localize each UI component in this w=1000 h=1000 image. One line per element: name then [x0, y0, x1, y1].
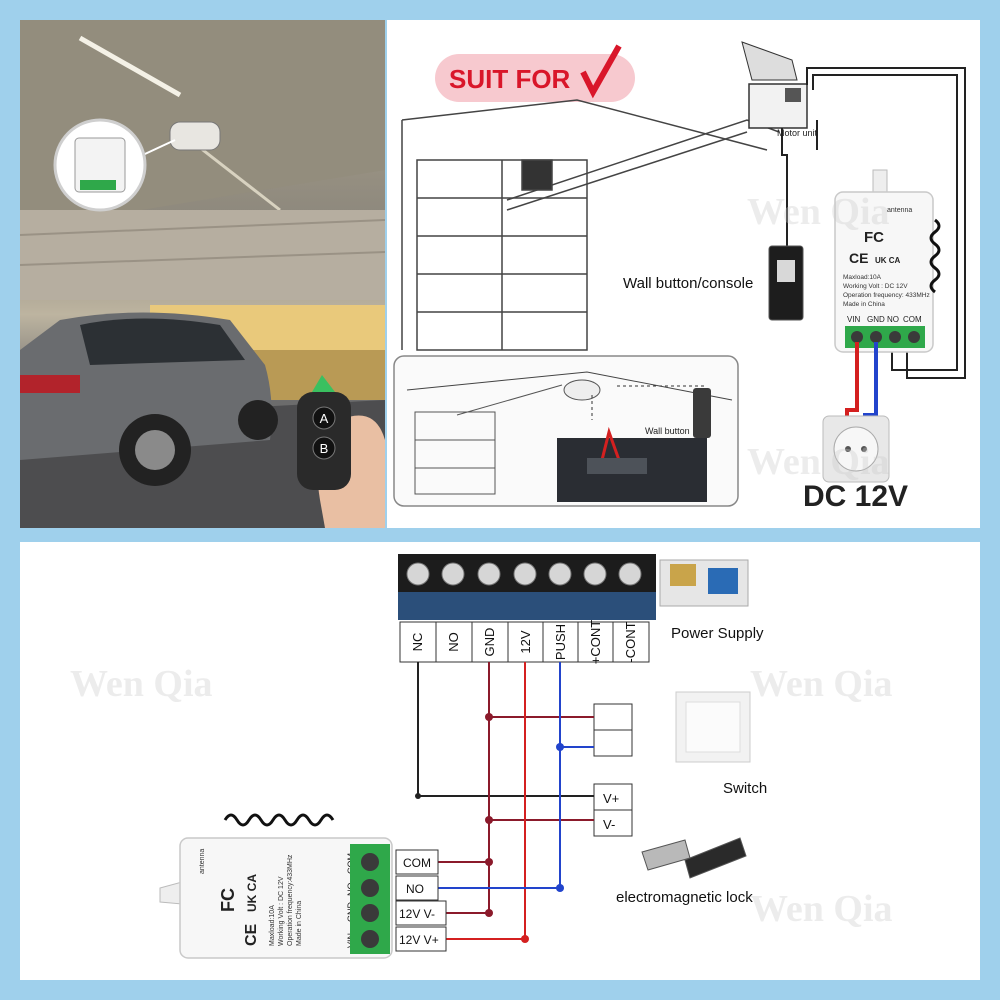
terminal-block — [398, 554, 656, 620]
wire-junctions — [415, 713, 564, 943]
motor-unit — [741, 41, 808, 129]
switch-contact-1 — [593, 703, 633, 731]
wall-console — [768, 245, 804, 321]
terminal-gnd: GND — [867, 315, 885, 324]
module-made-in: Made in China — [296, 901, 303, 946]
terminal-label-text: PUSH — [553, 624, 568, 660]
module-maxload: Maxload:10A — [269, 905, 276, 946]
wires — [417, 662, 594, 940]
terminal-label-text: NC — [410, 633, 425, 652]
electromagnetic-lock-label: electromagnetic lock — [616, 889, 753, 906]
terminal-label-text: -CONT — [623, 621, 638, 662]
module-frequency: Operation frequency: 433MHz — [843, 292, 930, 299]
switch-label: Switch — [723, 780, 767, 797]
wall-button-label: Wall button — [645, 426, 690, 436]
output-vminus-box — [395, 900, 447, 926]
garage-scene: A B — [20, 20, 385, 528]
check-mark-icon — [580, 44, 622, 99]
dc-12v-label: DC 12V — [803, 480, 908, 513]
terminal-label-text: NO — [446, 632, 461, 652]
terminal-label-box — [435, 621, 473, 663]
ukca-icon: UK CA — [245, 874, 259, 912]
lock-terminal-vminus — [593, 809, 633, 837]
output-com-box — [395, 849, 439, 875]
antenna-coil — [929, 218, 941, 294]
switch-contact-2 — [593, 729, 633, 757]
suit-for-text: SUIT FOR — [449, 64, 571, 94]
output-vplus-box — [395, 926, 447, 952]
power-socket — [822, 415, 890, 483]
power-supply-board — [659, 559, 749, 607]
antenna-coil — [223, 813, 335, 827]
terminal-label-box — [471, 621, 509, 663]
opener-motor — [169, 121, 221, 151]
terminal-no: NO — [887, 315, 899, 324]
remote-button-a: A — [320, 411, 329, 426]
wire-nc-to-vplus — [417, 662, 594, 797]
garage-opener-diagram: SUIT FOR Motor unit Wal — [393, 41, 966, 513]
terminal-label-text: 12V — [518, 630, 533, 653]
module-terminal-strip — [845, 326, 925, 348]
suit-for-badge — [435, 54, 635, 102]
wire-motor-com — [806, 67, 966, 379]
wall-console-label: Wall button/console — [623, 275, 753, 292]
wire-console — [781, 128, 788, 250]
output-no-text: NO — [406, 882, 424, 896]
wiring-diagram: NC NO GND 12V PUSH +CONT -CONT Power Supply Sw… — [159, 554, 767, 959]
module-maxload: Maxload:10A — [843, 274, 882, 281]
garage-door-sketch — [401, 99, 780, 351]
lock-terminal-vplus — [593, 783, 633, 811]
module-frequency: Operation frequency:433MHz — [287, 854, 294, 946]
exit-switch — [675, 691, 751, 763]
terminal-label-text: +CONT — [588, 620, 603, 664]
fcc-icon: FC — [218, 888, 238, 912]
ce-icon: CE — [243, 923, 260, 946]
receiver-module-rotated: antenna FC CE UK CA Maxload:10A Working … — [159, 813, 393, 959]
module-volt: Working Volt : DC 12V — [278, 876, 285, 946]
terminal-labels: NC NO GND 12V PUSH +CONT -CONT — [399, 620, 650, 664]
electromagnetic-lock — [641, 837, 747, 879]
red-wire — [845, 342, 859, 420]
opener-rail — [189, 138, 281, 212]
terminal-label-box — [577, 621, 615, 663]
module-callout-device — [74, 137, 126, 193]
terminal-label-box — [612, 621, 650, 663]
remote-button-b: B — [320, 441, 329, 456]
garage-door-raised — [20, 210, 385, 300]
ceiling-light — [78, 35, 182, 98]
terminal-com: COM — [903, 315, 922, 324]
hand-with-remote: A B — [297, 375, 385, 528]
signal-icon — [312, 375, 335, 392]
output-vminus-text: 12V V- — [399, 907, 435, 921]
lock-vplus-text: V+ — [603, 791, 619, 806]
terminal-vin: VIN — [847, 315, 861, 324]
output-com-text: COM — [403, 856, 431, 870]
module-antenna-label: antenna — [199, 849, 206, 874]
power-supply-label: Power Supply — [671, 625, 764, 642]
output-no-box — [395, 875, 439, 901]
motor-unit-label: Motor unit — [777, 128, 818, 138]
fcc-icon: FC — [864, 229, 884, 246]
inset-wiring-sketch — [393, 355, 739, 507]
receiver-module: antenna FC CE UK CA Maxload:10A Working … — [834, 169, 941, 353]
suit-for-panel: Wen Qia Wen Qia SUIT FOR Motor unit — [387, 20, 980, 528]
terminal-label-text: GND — [482, 628, 497, 657]
ce-icon: CE — [849, 250, 868, 266]
ukca-icon: UK CA — [875, 256, 901, 265]
wire-motor-no — [812, 74, 958, 371]
lock-vminus-text: V- — [603, 817, 615, 832]
car — [20, 312, 278, 486]
garage-photo-panel: A B — [20, 20, 385, 528]
module-volt: Working Volt : DC 12V — [843, 283, 908, 290]
module-antenna-label: antenna — [887, 207, 912, 214]
output-vplus-text: 12V V+ — [399, 933, 439, 947]
blue-wire — [863, 342, 878, 420]
module-made-in: Made in China — [843, 301, 885, 308]
